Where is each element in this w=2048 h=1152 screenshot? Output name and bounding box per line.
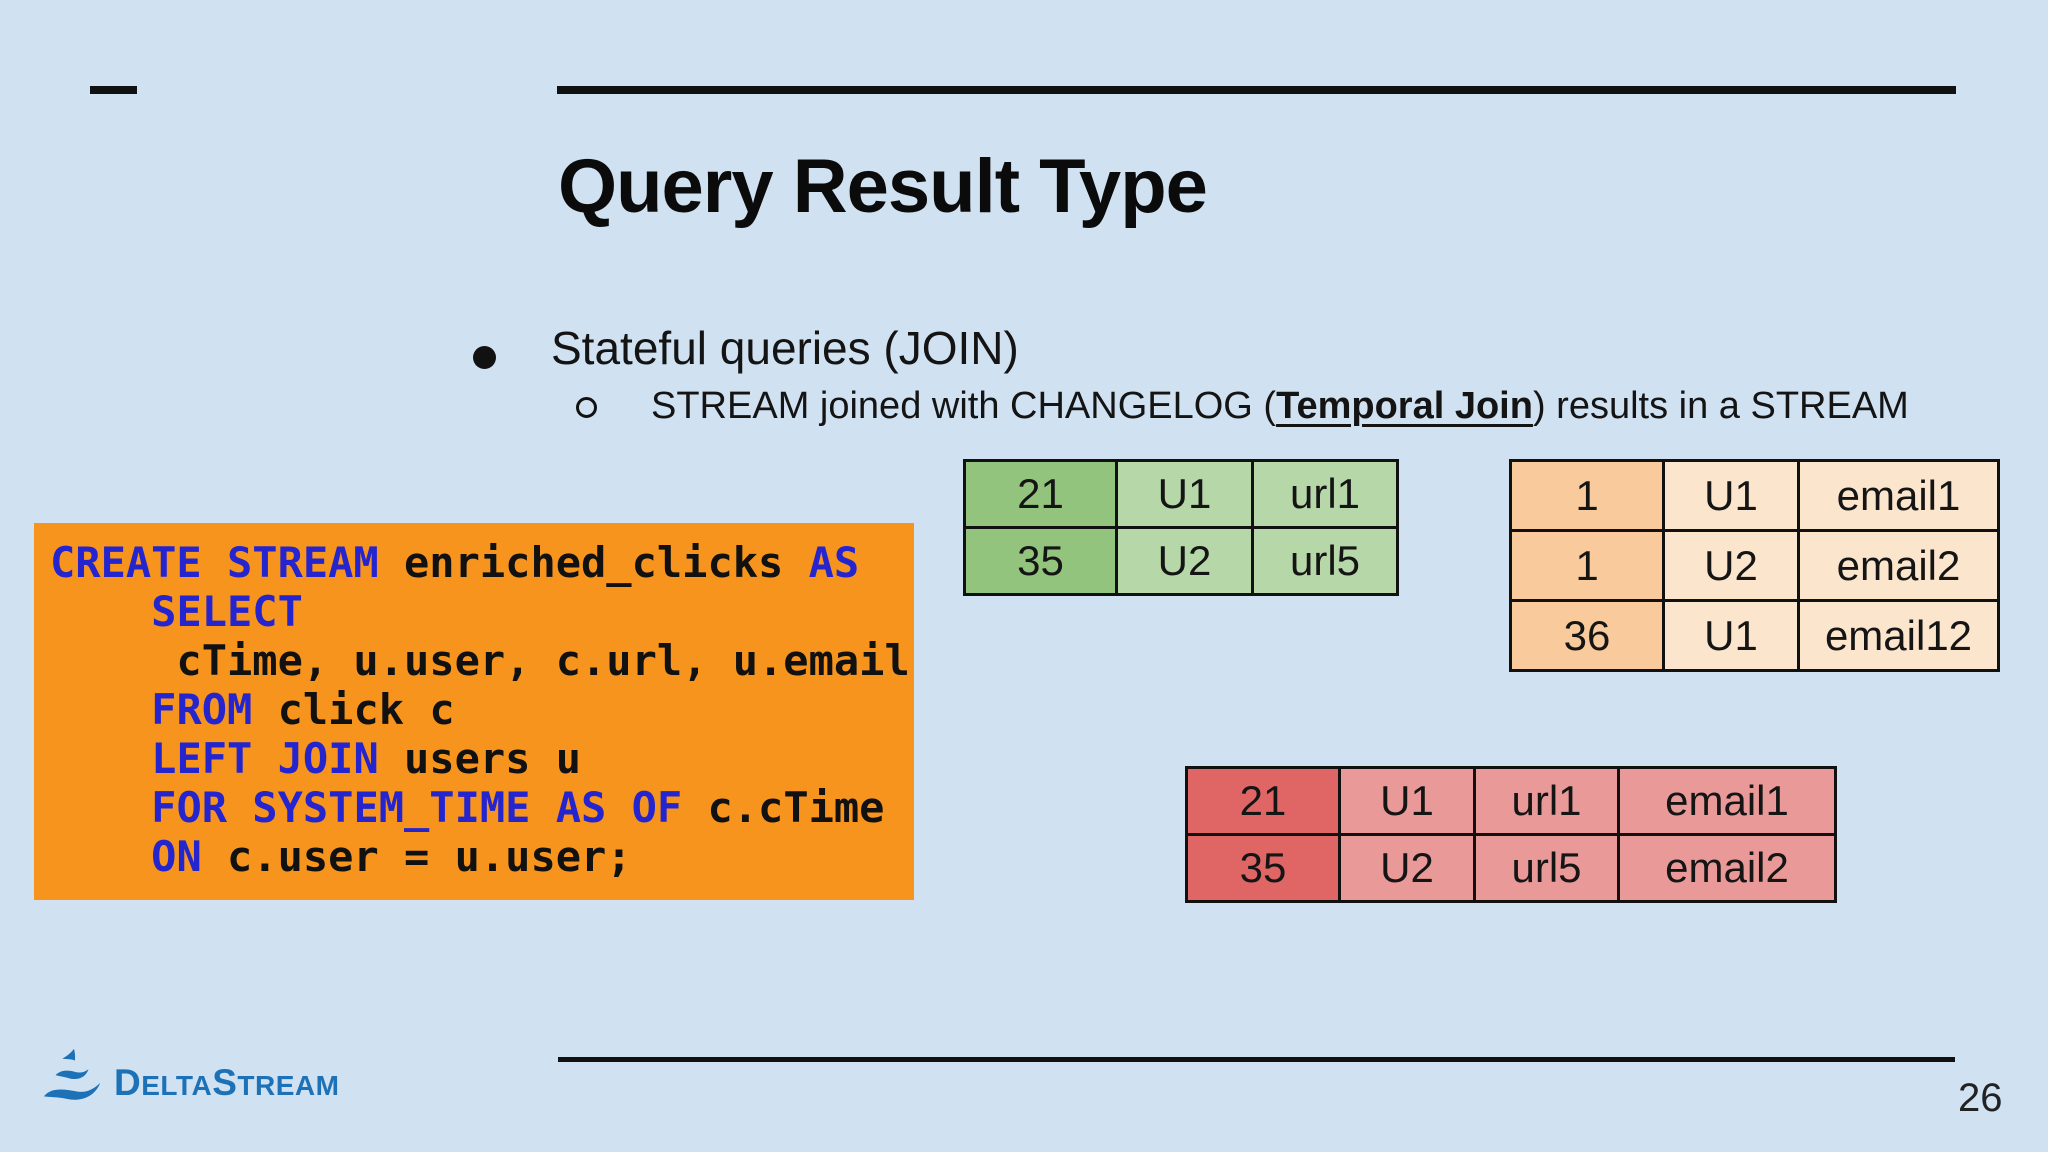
sql-keyword: FOR SYSTEM_TIME AS OF bbox=[151, 783, 683, 832]
table-cell: U2 bbox=[1341, 836, 1473, 900]
table-cell: U1 bbox=[1665, 602, 1797, 669]
sql-text: c.cTime bbox=[682, 783, 885, 832]
table-cell: 1 bbox=[1512, 532, 1662, 599]
table-cell: email2 bbox=[1800, 532, 1997, 599]
sql-text bbox=[50, 587, 151, 636]
table-cell: email1 bbox=[1800, 462, 1997, 529]
table-cell: email1 bbox=[1620, 769, 1834, 833]
table-cell: U1 bbox=[1665, 462, 1797, 529]
bullet-dot-icon bbox=[473, 346, 496, 369]
wordmark-s: S bbox=[212, 1062, 238, 1103]
table-cell: 21 bbox=[966, 462, 1115, 526]
slide-title: Query Result Type bbox=[558, 144, 1208, 229]
wordmark-d: D bbox=[114, 1062, 142, 1103]
table-cell: 36 bbox=[1512, 602, 1662, 669]
deltastream-wordmark: DELTASTREAM bbox=[114, 1064, 339, 1108]
sql-keyword: CREATE STREAM bbox=[50, 538, 379, 587]
code-line: CREATE STREAM enriched_clicks AS bbox=[50, 538, 914, 587]
bottom-rule-line bbox=[558, 1057, 1955, 1062]
sql-text bbox=[50, 685, 151, 734]
table-cell: 35 bbox=[1188, 836, 1338, 900]
code-line: FOR SYSTEM_TIME AS OF c.cTime bbox=[50, 783, 914, 832]
sql-text: cTime, u.user, c.url, u.email bbox=[50, 636, 910, 685]
temporal-join-emphasis: Temporal Join bbox=[1276, 385, 1533, 427]
sql-keyword: ON bbox=[151, 832, 202, 881]
code-line: FROM click c bbox=[50, 685, 914, 734]
sub-bullet-circle-icon bbox=[576, 397, 597, 418]
code-line: LEFT JOIN users u bbox=[50, 734, 914, 783]
sql-text: enriched_clicks bbox=[378, 538, 809, 587]
sql-keyword: SELECT bbox=[151, 587, 303, 636]
table-cell: email12 bbox=[1800, 602, 1997, 669]
sql-text: click c bbox=[252, 685, 455, 734]
sql-text bbox=[50, 832, 151, 881]
table-cell: url5 bbox=[1254, 529, 1396, 593]
deltastream-logo: DELTASTREAM bbox=[42, 1046, 339, 1108]
page-number: 26 bbox=[1958, 1076, 2003, 1120]
table-cell: url1 bbox=[1254, 462, 1396, 526]
sql-keyword: LEFT JOIN bbox=[151, 734, 379, 783]
table-cell: 1 bbox=[1512, 462, 1662, 529]
sub-bullet-prefix: STREAM joined with CHANGELOG ( bbox=[651, 385, 1277, 427]
table-cell: email2 bbox=[1620, 836, 1834, 900]
sql-code-block: CREATE STREAM enriched_clicks AS SELECT … bbox=[34, 523, 914, 900]
code-line: SELECT bbox=[50, 587, 914, 636]
sql-keyword: FROM bbox=[151, 685, 253, 734]
table-cell: U1 bbox=[1341, 769, 1473, 833]
table-cell: url1 bbox=[1476, 769, 1617, 833]
sql-text bbox=[50, 783, 151, 832]
delta-wave-icon bbox=[43, 1048, 101, 1100]
table-cell: U1 bbox=[1118, 462, 1251, 526]
wordmark-tream: TREAM bbox=[237, 1070, 340, 1101]
top-rule-line bbox=[557, 86, 1956, 94]
table-cell: 21 bbox=[1188, 769, 1338, 833]
sql-text bbox=[50, 734, 151, 783]
code-line: ON c.user = u.user; bbox=[50, 832, 914, 881]
sql-text: c.user = u.user; bbox=[201, 832, 632, 881]
table-cell: 35 bbox=[966, 529, 1115, 593]
sql-text: users u bbox=[378, 734, 582, 783]
sub-bullet-text: STREAM joined with CHANGELOG (Temporal J… bbox=[651, 382, 1909, 430]
table-cell: url5 bbox=[1476, 836, 1617, 900]
wordmark-elta: ELTA bbox=[141, 1070, 213, 1101]
sql-keyword: AS bbox=[808, 538, 860, 587]
bullet-main-text: Stateful queries (JOIN) bbox=[551, 322, 1019, 374]
table-cell: U2 bbox=[1665, 532, 1797, 599]
accent-dash bbox=[90, 86, 137, 94]
code-line: cTime, u.user, c.url, u.email bbox=[50, 636, 914, 685]
table-cell: U2 bbox=[1118, 529, 1251, 593]
sub-bullet-suffix: ) results in a STREAM bbox=[1532, 385, 1909, 427]
